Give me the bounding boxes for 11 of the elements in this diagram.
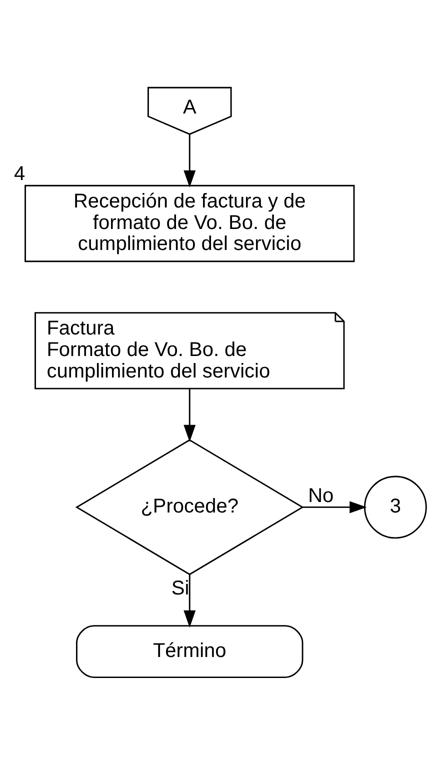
node-diamond: ¿Procede? [75, 439, 304, 576]
node-box: Recepción de factura y de formato de Vo. Bo. de cumplimiento del servicio [24, 184, 355, 262]
arrow [302, 501, 367, 514]
arrow [184, 388, 196, 442]
node-label: 4 [14, 163, 26, 186]
node-box: Término [76, 625, 304, 678]
arrow [184, 134, 196, 188]
node-circle: 3 [364, 476, 427, 539]
edge-label: No [308, 484, 334, 507]
edge-label: Si [171, 578, 190, 600]
arrow [184, 574, 196, 628]
